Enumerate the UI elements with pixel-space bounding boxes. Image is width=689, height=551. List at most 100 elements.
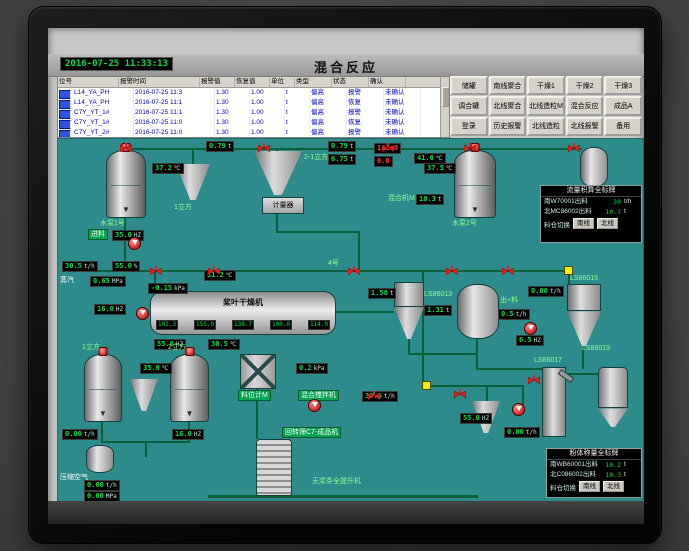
- unit-label: t/h: [383, 393, 395, 400]
- nav-button[interactable]: 调合罐: [450, 96, 488, 116]
- tank-vessel: ▼: [106, 143, 146, 218]
- alarm-cell: 1.00: [250, 128, 285, 137]
- line-select-button[interactable]: 北线: [603, 481, 624, 492]
- scrollbar-thumb[interactable]: [442, 87, 449, 107]
- valve-icon[interactable]: [382, 143, 394, 153]
- tank-vessel: ▼: [84, 347, 122, 422]
- valve-icon[interactable]: [208, 266, 220, 276]
- alarm-cell: t: [285, 98, 310, 108]
- alarm-column-header: 恢复值: [235, 77, 270, 87]
- unit-label: t: [227, 143, 232, 150]
- alarm-cell: 报警: [347, 108, 384, 118]
- pump-icon[interactable]: [128, 237, 141, 250]
- dryer-label: 桨叶干燥机: [223, 298, 263, 307]
- equipment-label: 回转筛C7-成品机: [282, 427, 342, 438]
- beacon-light-icon: [98, 347, 108, 356]
- nav-button[interactable]: 成品A: [604, 96, 642, 116]
- valve-icon[interactable]: [258, 143, 270, 153]
- nav-button[interactable]: 混合反应: [565, 96, 604, 116]
- header-bar: 2016-07-25 11:33:13 混合反应: [48, 54, 644, 77]
- nav-button[interactable]: 历史报警: [488, 116, 527, 136]
- nav-button[interactable]: 北线造粒M: [527, 96, 565, 116]
- pipe-segment: [486, 385, 488, 401]
- unit-label: ℃: [161, 365, 169, 372]
- pipe-segment: [422, 385, 522, 387]
- nav-button[interactable]: 备用: [604, 116, 642, 136]
- alarm-cell: 偏高: [310, 88, 347, 98]
- nav-button[interactable]: 北线聚合: [488, 96, 527, 116]
- silo-vessel: [598, 367, 628, 427]
- unit-label: t: [349, 143, 354, 150]
- pump-icon[interactable]: [524, 322, 537, 335]
- equipment-label: 出+料: [500, 297, 519, 304]
- equipment-label: 混合搅拌机: [298, 390, 339, 401]
- pipe-segment: [476, 368, 544, 370]
- valve-icon[interactable]: [446, 266, 458, 276]
- alarm-scrollbar[interactable]: [440, 77, 449, 137]
- alarm-cell: 偏高: [310, 98, 347, 108]
- valve-icon[interactable]: [120, 143, 132, 153]
- nav-button[interactable]: 干燥2: [565, 76, 604, 96]
- line-select-button[interactable]: 南线: [579, 481, 600, 492]
- alarm-column-header: 确认: [369, 77, 406, 87]
- pipe-segment: [358, 231, 360, 271]
- silo-body: [598, 367, 628, 409]
- valve-icon[interactable]: [454, 389, 466, 399]
- value-display: 37.5℃: [424, 163, 456, 174]
- nav-button[interactable]: 登录: [450, 116, 488, 136]
- nav-button[interactable]: 南线聚合: [488, 76, 527, 96]
- valve-icon[interactable]: [368, 391, 380, 401]
- equipment-label: 水泵1号: [100, 220, 125, 227]
- pump-icon[interactable]: [512, 403, 525, 416]
- nav-button[interactable]: 干燥3: [604, 76, 642, 96]
- pipe-segment: [208, 495, 478, 498]
- nav-button[interactable]: 北线造粒: [527, 116, 565, 136]
- unit-label: ℃: [225, 272, 233, 279]
- cyclone-body: [394, 282, 424, 308]
- monitor-bezel: 2016-07-25 11:33:13 混合反应 位号报警时间报警值恢复值单位类…: [28, 6, 662, 544]
- alarm-cell: 2016-07-25 11:1: [134, 98, 215, 108]
- valve-icon[interactable]: [464, 143, 476, 153]
- unit-label: HZ: [481, 415, 490, 422]
- alarm-cell: 2016-07-25 11:0: [134, 128, 215, 137]
- pump-triangle-icon: [527, 325, 534, 330]
- tank-vessel: ▼: [454, 143, 496, 218]
- dryer-value-display: 100.0: [269, 320, 293, 330]
- alarm-row-icon: [59, 90, 71, 99]
- valve-icon[interactable]: [150, 266, 162, 276]
- alarm-cell: 2016-07-25 11:0: [134, 118, 215, 128]
- pump-icon[interactable]: [136, 307, 149, 320]
- hopper-vessel: [254, 151, 302, 195]
- line-select-button[interactable]: 北线: [597, 218, 618, 229]
- valve-icon[interactable]: [502, 266, 514, 276]
- line-select-button[interactable]: 南线: [573, 218, 594, 229]
- alarm-cell: 1.30: [215, 118, 250, 128]
- equipment-label: 料位计M: [238, 390, 271, 401]
- equipment-label: 2立方: [168, 344, 186, 351]
- valve-icon[interactable]: [568, 143, 580, 153]
- alarm-cell: 1.30: [215, 108, 250, 118]
- alarm-cell: 1.00: [250, 118, 285, 128]
- panel-title: 粉体称量全标牌: [547, 449, 641, 460]
- unit-label: HZ: [133, 232, 142, 239]
- valve-icon[interactable]: [528, 375, 540, 385]
- panel-row-value: 10.3: [605, 471, 621, 479]
- nav-button[interactable]: 北线报警: [565, 116, 604, 136]
- alarm-cell: t: [285, 128, 310, 137]
- nav-button[interactable]: 干燥1: [527, 76, 565, 96]
- valve-icon[interactable]: [348, 266, 360, 276]
- pump-icon[interactable]: [308, 399, 321, 412]
- nav-button[interactable]: 储罐: [450, 76, 488, 96]
